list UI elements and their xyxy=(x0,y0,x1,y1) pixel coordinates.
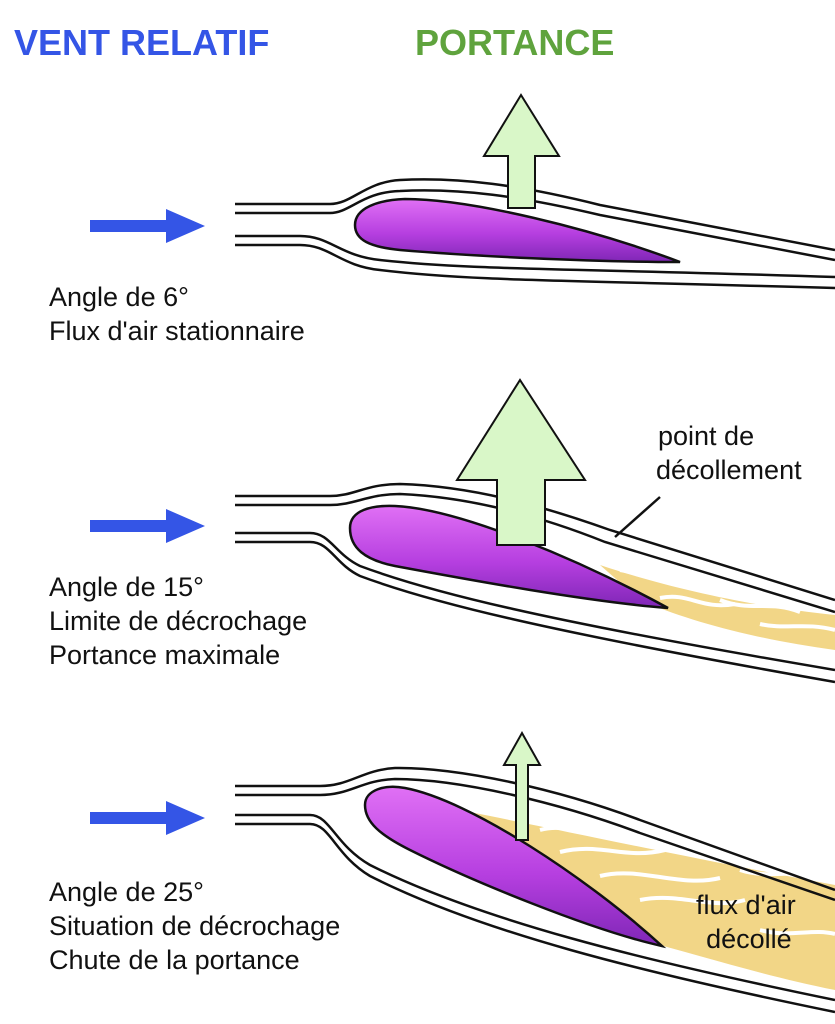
separation-point-line-1: point de xyxy=(658,421,755,451)
panel-3-angle-label: Angle de 25° xyxy=(49,877,204,907)
panel-3-caption: Angle de 25° Situation de décrochage Chu… xyxy=(49,875,340,977)
separation-point-leader xyxy=(614,496,661,538)
panel-2-flow-label: Limite de décrochage xyxy=(49,606,308,636)
panel-1-angle-label: Angle de 6° xyxy=(49,282,189,312)
panel-2-caption: Angle de 15° Limite de décrochage Portan… xyxy=(49,570,307,672)
panel-1-lift-arrow xyxy=(482,93,561,209)
panel-3-lift-label: Chute de la portance xyxy=(49,945,300,975)
panel-2-airfoil xyxy=(348,504,669,610)
panel-2-wind-arrow xyxy=(90,509,205,543)
panel-1-wind-arrow xyxy=(90,209,205,243)
panel-2-turbulence xyxy=(600,565,835,650)
panel-1-streamlines xyxy=(235,178,835,290)
separation-point-line-2: décollement xyxy=(656,455,802,485)
panel-3-turbulence xyxy=(470,812,835,990)
lift-heading: PORTANCE xyxy=(415,22,615,63)
panel-1-airfoil xyxy=(353,197,681,264)
separated-flow-annotation: flux d'air décollé xyxy=(696,888,796,956)
separated-flow-line-1: flux d'air xyxy=(696,890,796,920)
panel-3-streamlines xyxy=(235,766,835,1014)
relative-wind-heading: VENT RELATIF xyxy=(14,22,270,63)
panel-3-wind-arrow xyxy=(90,801,205,835)
separation-point-annotation: point de décollement xyxy=(656,419,802,487)
panel-2-lift-arrow xyxy=(455,378,587,546)
panel-3-airfoil xyxy=(363,785,667,949)
panel-2-lift-label: Portance maximale xyxy=(49,640,281,670)
separated-flow-line-2: décollé xyxy=(706,924,792,954)
panel-1-caption: Angle de 6° Flux d'air stationnaire xyxy=(49,280,305,348)
panel-1-flow-label: Flux d'air stationnaire xyxy=(49,316,305,346)
panel-2-streamlines xyxy=(235,482,835,684)
panel-3-flow-label: Situation de décrochage xyxy=(49,911,341,941)
panel-2-angle-label: Angle de 15° xyxy=(49,572,204,602)
panel-3-lift-arrow xyxy=(502,730,542,841)
